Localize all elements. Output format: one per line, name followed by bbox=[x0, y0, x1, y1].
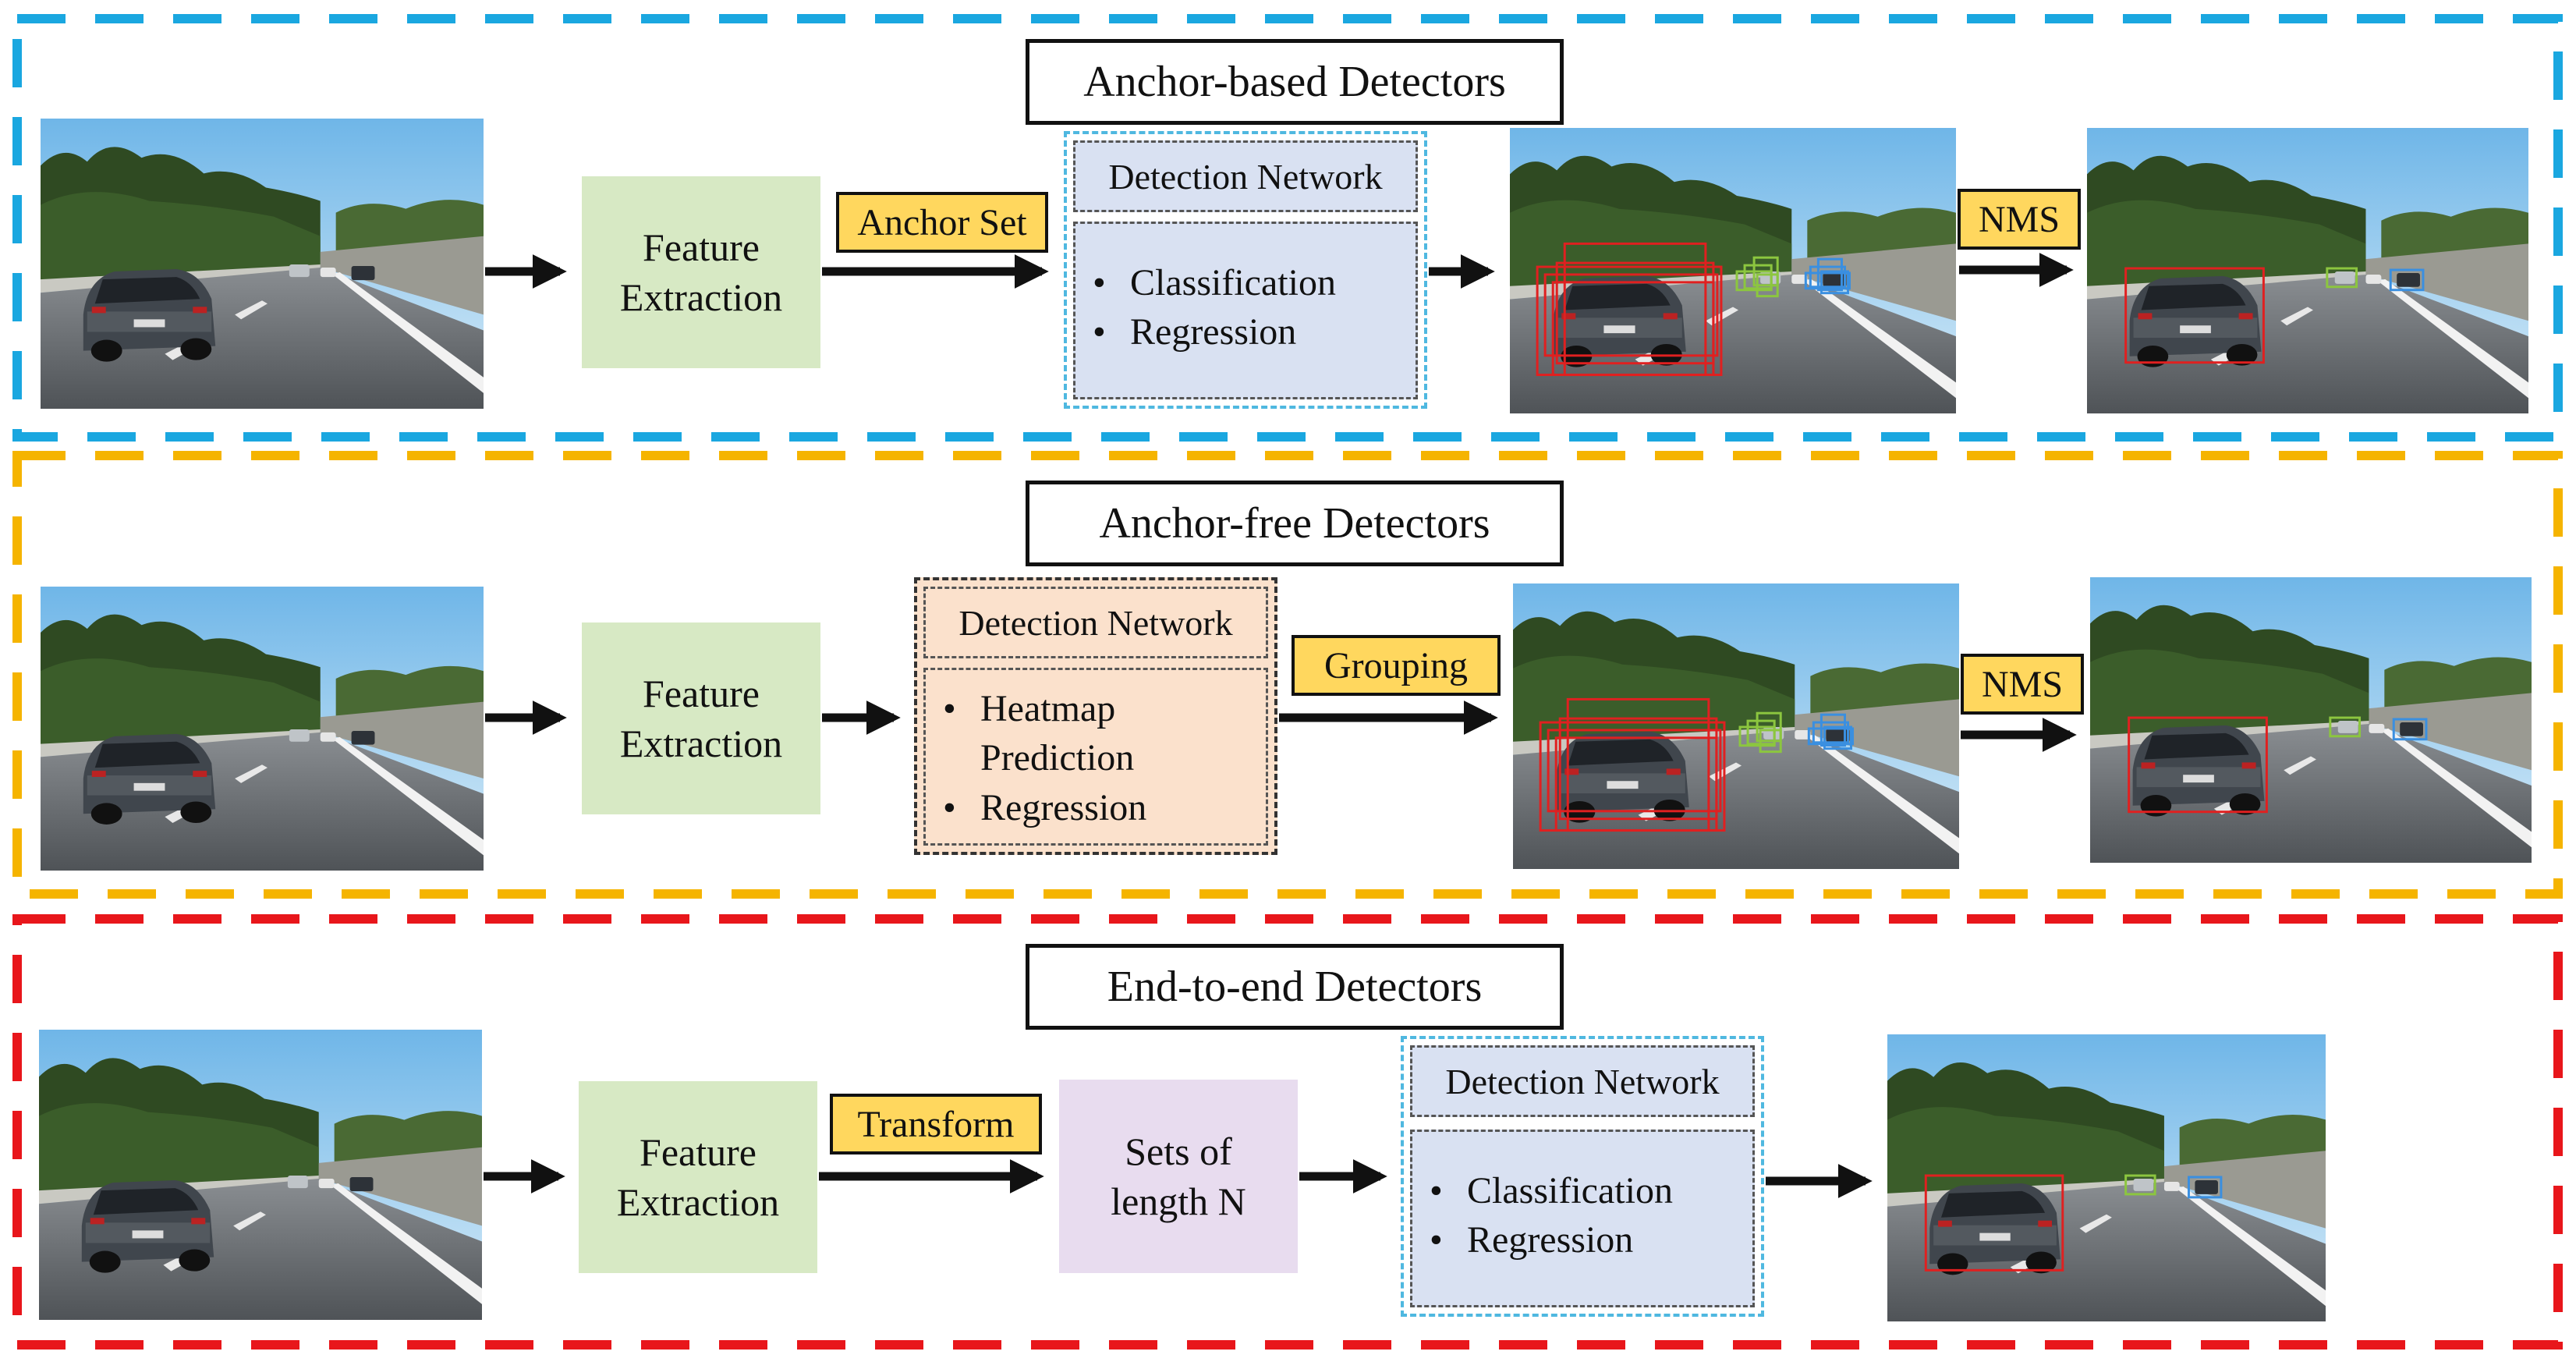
detection-network-title: Detection Network bbox=[1410, 1045, 1755, 1117]
detection-network-title: Detection Network bbox=[1073, 140, 1418, 212]
road-scene-image bbox=[41, 587, 484, 871]
transform-tag: Transform bbox=[830, 1094, 1042, 1155]
detection-network-block: Detection Network Classification Regress… bbox=[1064, 131, 1427, 409]
detection-network-block: Detection Network Heatmap Prediction Reg… bbox=[914, 577, 1277, 855]
detection-network-body: Classification Regression bbox=[1073, 222, 1418, 399]
sets-of-length-n-box: Sets of length N bbox=[1059, 1080, 1298, 1273]
nms-tag: NMS bbox=[1961, 654, 2084, 715]
detection-network-item: Heatmap Prediction bbox=[943, 684, 1250, 783]
detection-network-item: Classification bbox=[1430, 1166, 1752, 1216]
detection-network-item: Classification bbox=[1093, 258, 1416, 308]
detection-network-body: Classification Regression bbox=[1410, 1130, 1755, 1307]
feature-extraction-box: Feature Extraction bbox=[579, 1081, 817, 1273]
panel-title-anchor-based: Anchor-based Detectors bbox=[1026, 39, 1564, 125]
grouping-tag: Grouping bbox=[1292, 635, 1501, 696]
feature-extraction-box: Feature Extraction bbox=[582, 622, 820, 814]
road-scene-final-boxes bbox=[2090, 577, 2532, 863]
panel-title-anchor-free: Anchor-free Detectors bbox=[1026, 481, 1564, 566]
road-scene-final-boxes bbox=[2087, 128, 2528, 413]
road-scene-dense-boxes bbox=[1510, 128, 1956, 413]
panel-title-end-to-end: End-to-end Detectors bbox=[1026, 944, 1564, 1030]
detection-network-block: Detection Network Classification Regress… bbox=[1401, 1036, 1764, 1317]
detection-network-item: Regression bbox=[1430, 1215, 1752, 1265]
detection-network-title: Detection Network bbox=[923, 587, 1268, 658]
feature-extraction-box: Feature Extraction bbox=[582, 176, 820, 368]
road-scene-image bbox=[41, 119, 484, 409]
road-scene-image bbox=[39, 1030, 482, 1320]
detection-network-body: Heatmap Prediction Regression bbox=[923, 668, 1268, 846]
road-scene-final-boxes bbox=[1887, 1034, 2326, 1321]
anchor-set-tag: Anchor Set bbox=[836, 192, 1048, 253]
detection-network-item: Regression bbox=[1093, 307, 1416, 357]
nms-tag: NMS bbox=[1958, 189, 2081, 250]
detection-network-item: Regression bbox=[943, 783, 1250, 833]
road-scene-dense-boxes bbox=[1513, 583, 1959, 869]
